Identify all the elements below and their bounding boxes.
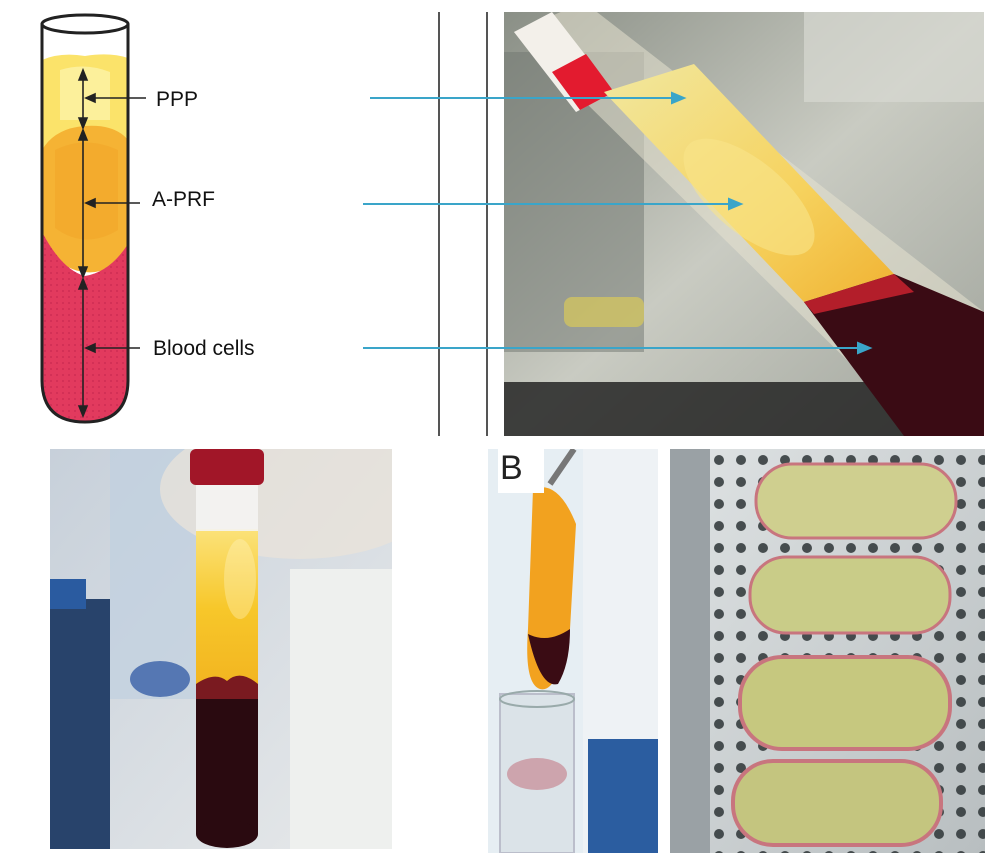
handheld-tube-plasma: [196, 529, 258, 689]
membrane-1: [754, 462, 958, 540]
prf-membranes: [731, 462, 958, 847]
tube-photo-panel: [504, 12, 984, 436]
label-blood-cells: Blood cells: [153, 337, 255, 360]
measurement-arrows: [77, 67, 89, 419]
tube-fill: [42, 24, 128, 422]
membrane-4: [731, 759, 943, 847]
label-ppp: PPP: [156, 88, 199, 111]
forceps: [547, 449, 577, 486]
clot-photo-panel: [488, 449, 985, 853]
membrane-3: [738, 655, 952, 751]
photo-blood-layer: [804, 274, 984, 436]
schematic-tube-panel: [40, 13, 146, 424]
tube-outline: [40, 24, 130, 424]
handheld-tube-cap: [190, 449, 264, 485]
handheld-tube-photo: [50, 449, 392, 849]
membrane-2: [748, 555, 952, 635]
divider-right: [486, 12, 488, 436]
label-pointers: [84, 92, 146, 354]
divider-left: [438, 12, 440, 436]
panel-b-label: B: [500, 449, 523, 487]
handheld-tube-blood: [196, 684, 258, 834]
label-aprf: A-PRF: [152, 188, 215, 211]
pointer-arrows-overlay: [363, 91, 873, 355]
tube-rim: [40, 13, 130, 35]
